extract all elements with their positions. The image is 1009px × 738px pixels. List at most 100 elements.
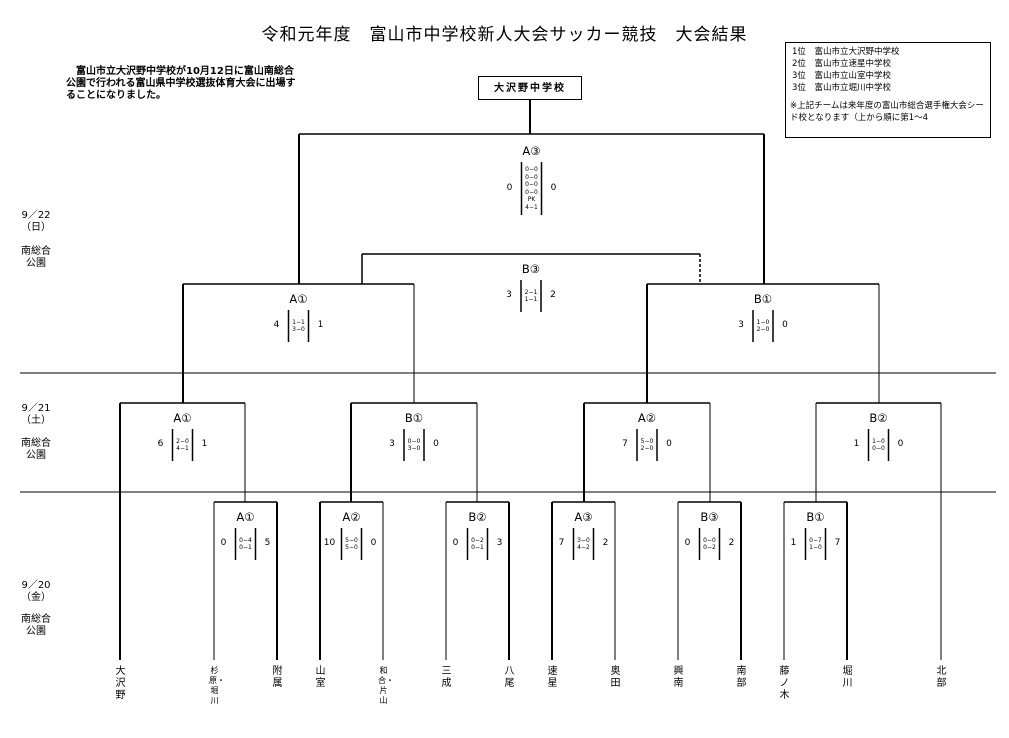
match-label: B①: [753, 292, 773, 306]
left-score: 3: [506, 290, 512, 300]
team-name: 八尾: [504, 666, 515, 689]
period-score: PK: [527, 196, 536, 203]
day-venue: 南総合 公園: [21, 614, 51, 637]
match-label: A③: [522, 144, 541, 158]
left-score: 0: [452, 538, 459, 548]
left-score: 3: [738, 320, 744, 330]
right-score: 1: [317, 320, 324, 330]
period-score: 3−0: [292, 326, 305, 333]
period-score: 2−1: [524, 288, 538, 296]
period-score: 5−0: [345, 536, 358, 544]
period-score: 1−1: [292, 318, 305, 326]
period-score: 0−1: [239, 544, 252, 551]
right-score: 2: [728, 538, 735, 548]
period-score: 0−0: [525, 166, 538, 173]
right-score: 5: [264, 538, 271, 548]
team-name: 速星: [547, 666, 558, 689]
period-score: 0−0: [407, 437, 421, 445]
right-score: 0: [897, 439, 904, 449]
team-name: 興南: [673, 666, 684, 689]
period-score: 4−1: [176, 445, 189, 452]
match-label: A②: [342, 510, 361, 524]
right-score: 3: [496, 538, 503, 548]
left-score: 7: [558, 538, 565, 548]
period-score: 1−0: [809, 544, 822, 551]
match-label: B②: [468, 510, 487, 524]
right-score: 2: [550, 290, 556, 300]
period-score: 0−4: [239, 536, 252, 544]
team-name: 附属: [272, 666, 283, 689]
match-label: A①: [289, 292, 308, 306]
right-score: 1: [201, 439, 208, 449]
left-score: 6: [157, 439, 164, 449]
left-score: 7: [622, 439, 628, 449]
left-score: 0: [506, 182, 513, 193]
day-date: 9／20: [21, 580, 51, 591]
day-date: 9／22: [21, 210, 51, 221]
team-name: 奥田: [610, 666, 621, 689]
match-label: B①: [404, 411, 424, 425]
team-name: 杉原・堀川: [209, 666, 225, 705]
team-name: 南部: [736, 666, 747, 689]
right-score: 0: [782, 320, 788, 330]
team-name: 三成: [441, 666, 452, 689]
match-label: A③: [574, 510, 593, 524]
period-score: 2−0: [176, 437, 189, 445]
right-score: 0: [370, 538, 377, 548]
left-score: 3: [389, 439, 395, 449]
day-date: 9／21: [21, 403, 51, 414]
match-label: B②: [869, 411, 888, 425]
period-score: 0−0: [525, 181, 538, 188]
period-score: 0−0: [872, 445, 885, 452]
period-score: 2−0: [756, 326, 770, 333]
day-weekday: （日）: [21, 222, 51, 233]
page-title: 令和元年度 富山市中学校新人大会サッカー競技 大会結果: [261, 25, 748, 45]
right-score: 0: [433, 439, 439, 449]
left-score: 1: [853, 439, 860, 449]
period-score: 1−1: [524, 296, 538, 303]
period-score: 5−0: [640, 437, 654, 445]
period-score: 0−0: [525, 173, 538, 181]
team-name: 和合・片山: [378, 666, 394, 705]
period-score: 2−0: [640, 445, 654, 452]
period-score: 1−0: [872, 437, 885, 445]
match-label: B①: [806, 510, 825, 524]
period-score: 1−0: [756, 318, 770, 326]
match-label: A①: [236, 510, 255, 524]
team-name: 山室: [315, 666, 326, 689]
match-label: B③: [700, 510, 719, 524]
qualification-notice: 富山市立大沢野中学校が10月12日に富山南総合公園で行われる富山県中学校選抜体育…: [66, 66, 296, 101]
right-score: 7: [834, 538, 841, 548]
team-name: 藤ノ木: [779, 666, 790, 701]
right-score: 2: [602, 538, 609, 548]
period-score: 0−0: [703, 536, 716, 544]
left-score: 10: [323, 538, 336, 548]
period-score: 0−0: [525, 188, 538, 196]
day-weekday: （金）: [21, 592, 51, 603]
day-venue: 南総合 公園: [21, 438, 51, 461]
ranking-entry: 3位 富山市立山室中学校: [792, 71, 891, 81]
left-score: 0: [684, 538, 691, 548]
champion-box: 大沢野中学校: [478, 76, 582, 100]
right-score: 0: [550, 182, 557, 193]
period-score: 0−2: [471, 536, 484, 544]
period-score: 3−0: [407, 445, 421, 452]
day-venue: 南総合 公園: [21, 246, 51, 269]
left-score: 1: [790, 538, 797, 548]
ranking-entry: 1位 富山市立大沢野中学校: [792, 47, 900, 57]
team-name: 大沢野: [115, 666, 126, 701]
period-score: 4−1: [525, 203, 538, 211]
period-score: 0−7: [809, 536, 822, 544]
match-label: B③: [521, 262, 541, 276]
match-label: A②: [637, 411, 657, 425]
ranking-entry: 2位 富山市立速星中学校: [792, 59, 891, 69]
team-name: 堀川: [842, 666, 853, 689]
left-score: 0: [220, 538, 227, 548]
period-score: 3−0: [577, 536, 590, 544]
right-score: 0: [666, 439, 672, 449]
team-name: 北部: [936, 666, 947, 689]
rankings-note: ※上記チームは来年度の富山市総合選手権大会シード校となります（上から順に第1～4: [790, 101, 984, 123]
period-score: 4−2: [577, 544, 590, 551]
day-weekday: （土）: [21, 415, 51, 426]
